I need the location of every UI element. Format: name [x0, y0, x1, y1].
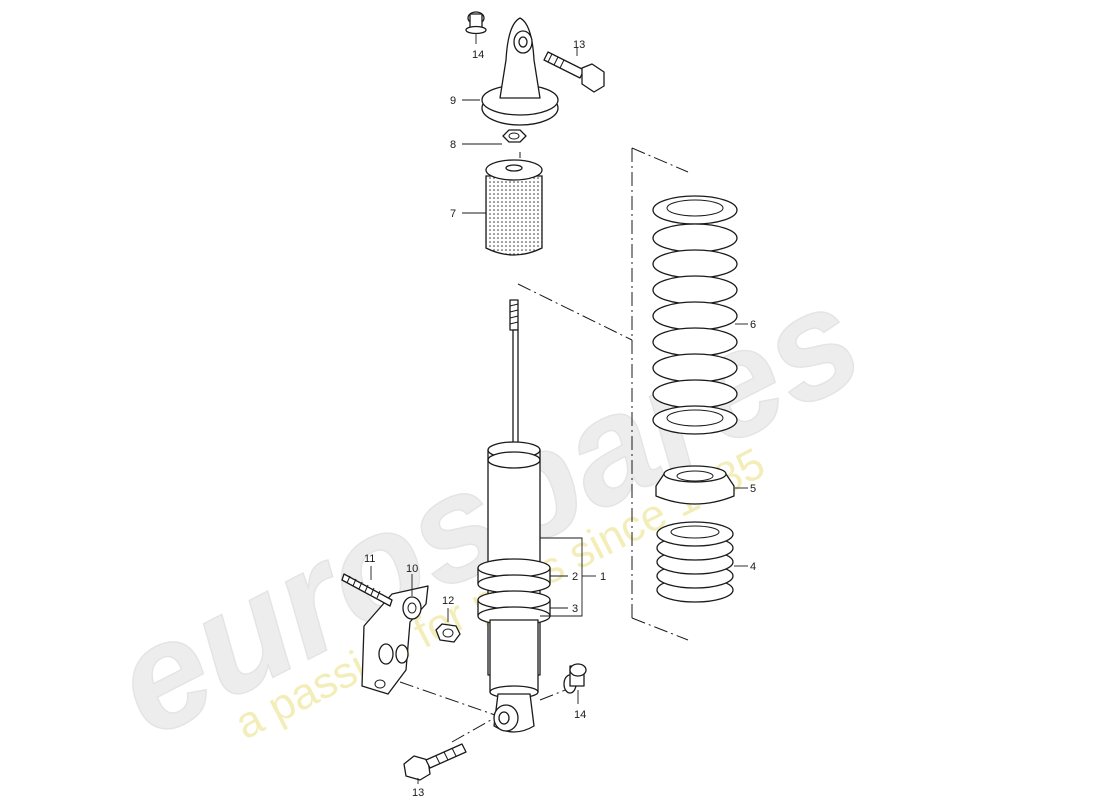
- callout-12: 12: [442, 595, 454, 607]
- bump-stop: [485, 159, 543, 256]
- watermark: eurospares a passion for parts since 198…: [88, 251, 886, 769]
- callout-11: 11: [364, 553, 375, 565]
- callout-13-top: 13: [573, 39, 585, 51]
- callout-13-bottom: 13: [412, 787, 424, 799]
- spring-seat-5: [655, 465, 735, 505]
- bracket: [361, 585, 429, 695]
- helper-spring: [656, 521, 734, 603]
- bolt-bottom: [403, 743, 467, 781]
- callout-2: 2: [572, 571, 578, 583]
- washer-nut-top: [465, 11, 487, 35]
- alignment-lines: [399, 147, 689, 743]
- callout-14-bottom: 14: [574, 709, 586, 721]
- leader-lines: [370, 34, 748, 784]
- callout-3: 3: [572, 603, 578, 615]
- top-mount: [481, 17, 559, 126]
- stud: [341, 573, 393, 607]
- nut-8: [502, 129, 527, 143]
- washer-nut-bottom: [563, 663, 587, 694]
- callout-4: 4: [750, 561, 756, 573]
- nut-12: [435, 623, 461, 643]
- callout-8: 8: [450, 139, 456, 151]
- watermark-logo: eurospares: [88, 252, 885, 769]
- callout-1: 1: [600, 571, 606, 583]
- callouts: 14 13 9 8 7 6 5 4 1 2 3 11 10 12 14 13: [364, 39, 756, 799]
- callout-5: 5: [750, 483, 756, 495]
- callout-6: 6: [750, 319, 756, 331]
- bolt-top: [543, 51, 605, 93]
- damper-body: [477, 299, 551, 733]
- callout-9: 9: [450, 95, 456, 107]
- callout-10: 10: [406, 563, 418, 575]
- callout-7: 7: [450, 208, 456, 220]
- coil-spring: [652, 195, 738, 435]
- callout-14-top: 14: [472, 49, 484, 61]
